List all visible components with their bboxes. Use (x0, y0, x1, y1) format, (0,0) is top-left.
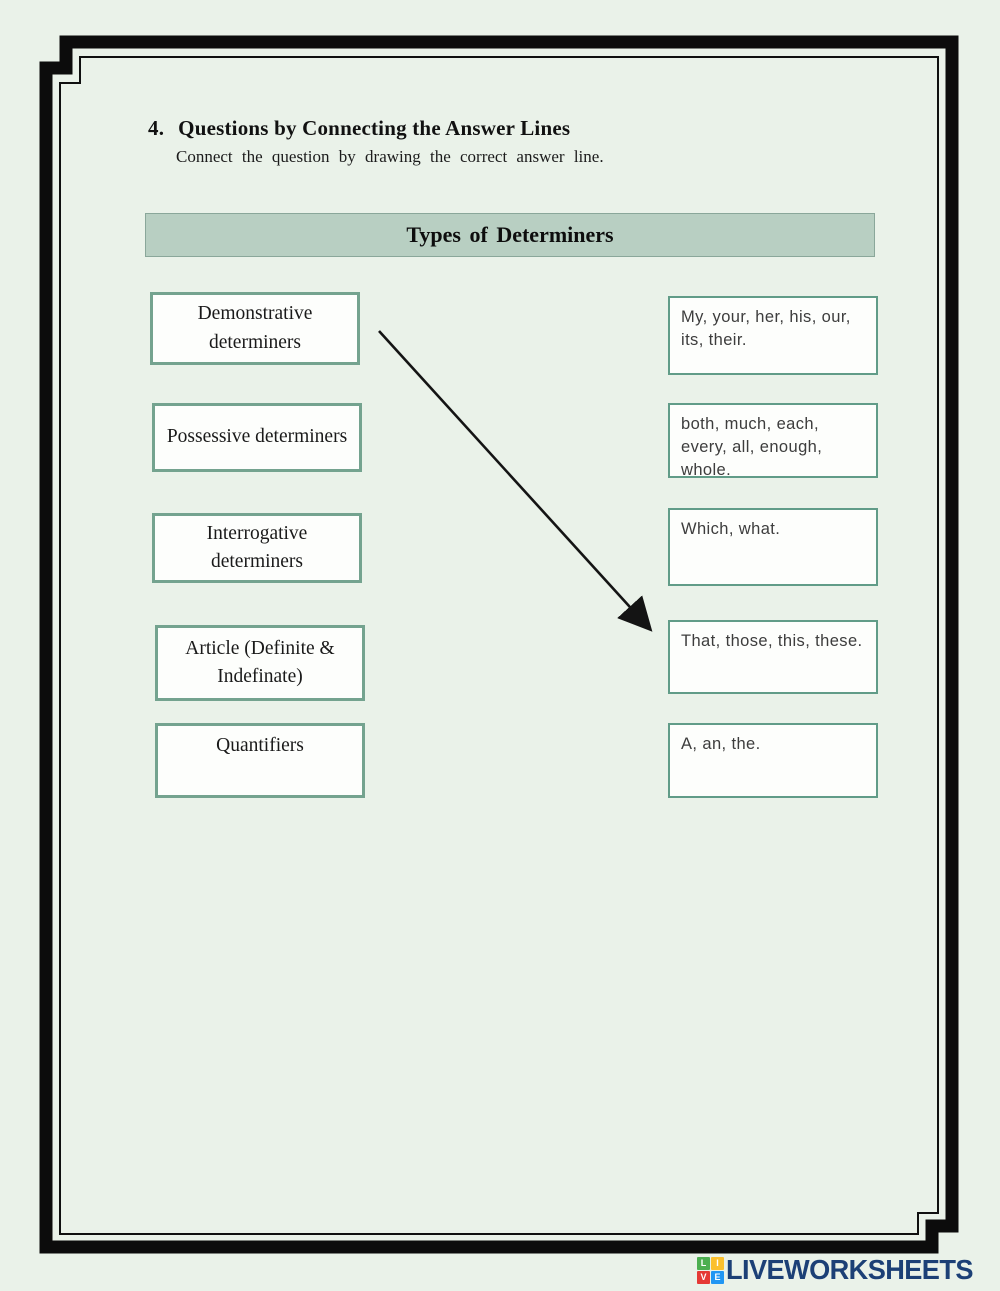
question-box-quantifiers[interactable]: Quantifiers (155, 723, 365, 798)
section-number: 4. (148, 116, 165, 140)
logo-letter-l: L (697, 1256, 710, 1270)
answer-connection-arrow (378, 330, 653, 632)
answer-box-possessive-words[interactable]: My, your, her, his, our, its, their. (668, 296, 878, 375)
question-box-interrogative[interactable]: Interrogative determiners (152, 513, 362, 583)
topic-banner: Types of Determiners (145, 213, 875, 257)
question-box-article[interactable]: Article (Definite & Indefinate) (155, 625, 365, 701)
answer-box-demonstrative-words[interactable]: That, those, this, these. (668, 620, 878, 694)
question-box-demonstrative[interactable]: Demonstrative determiners (150, 292, 360, 365)
section-heading: 4. Questions by Connecting the Answer Lin… (148, 116, 570, 141)
section-title: Questions by Connecting the Answer Lines (178, 116, 571, 140)
brand-wordmark: LIVEWORKSHEETS (726, 1254, 973, 1285)
question-box-possessive[interactable]: Possessive determiners (152, 403, 362, 472)
answer-box-interrogative-words[interactable]: Which, what. (668, 508, 878, 586)
liveworksheets-logo-icon: L I V E (697, 1256, 724, 1284)
logo-letter-e: E (711, 1270, 724, 1284)
liveworksheets-logo[interactable]: L I V E LIVEWORKSHEETS (697, 1254, 981, 1286)
logo-letter-i: I (711, 1256, 724, 1270)
section-instructions: Connect the question by drawing the corr… (176, 147, 604, 166)
logo-letter-v: V (697, 1270, 710, 1284)
answer-box-article-words[interactable]: A, an, the. (668, 723, 878, 798)
topic-banner-title: Types of Determiners (406, 222, 614, 247)
answer-box-quantifier-words[interactable]: both, much, each, every, all, enough, wh… (668, 403, 878, 478)
